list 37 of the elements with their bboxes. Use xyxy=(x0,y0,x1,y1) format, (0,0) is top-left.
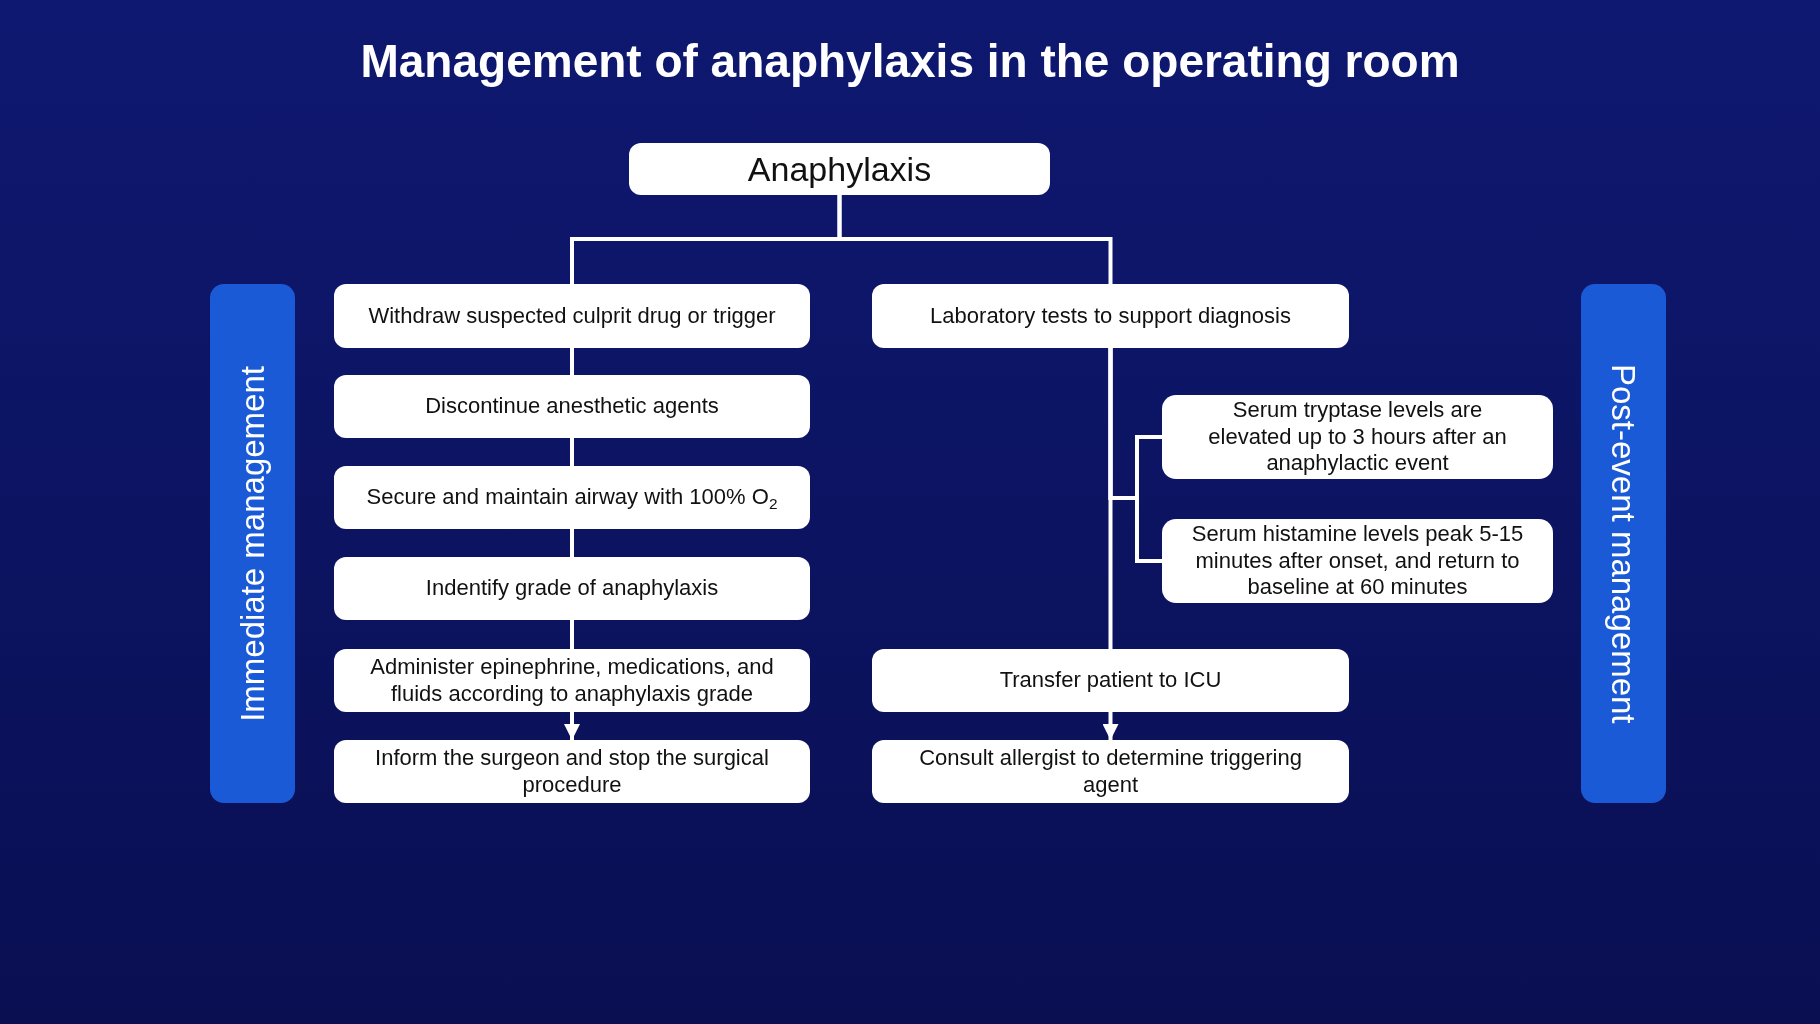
category-band xyxy=(210,284,295,803)
box-text: Secure and maintain airway with 100% O$_{2}$ xyxy=(366,484,778,511)
step-box xyxy=(334,557,810,620)
step-box xyxy=(872,284,1349,348)
arrow xyxy=(1102,712,1119,740)
box-text: Serum tryptase levels are elevated up to 3 hours after an anaphylactic event xyxy=(1207,397,1508,477)
step-box xyxy=(334,466,810,529)
box-text: Discontinue anesthetic agents xyxy=(425,393,719,420)
step-box xyxy=(334,284,810,348)
connector-line xyxy=(570,620,574,649)
box-text: Withdraw suspected culprit drug or trigger xyxy=(368,302,776,330)
box-text: Inform the surgeon and stop the surgical procedure xyxy=(374,745,770,798)
note-box xyxy=(1162,519,1553,603)
diagram-title: Management of anaphylaxis in the operating room xyxy=(360,34,1460,89)
step-box xyxy=(872,649,1349,712)
connector-line xyxy=(570,348,574,375)
start-box xyxy=(629,143,1050,195)
box-text: Consult allergist to determine triggering agent xyxy=(918,745,1303,798)
box-text: Transfer patient to ICU xyxy=(999,667,1222,694)
box-text: Anaphylaxis xyxy=(747,148,932,190)
connector-line xyxy=(570,438,574,466)
band-label: Immediate management xyxy=(232,365,272,722)
step-box xyxy=(334,649,810,712)
step-box xyxy=(872,740,1349,803)
arrow xyxy=(564,712,580,740)
step-box xyxy=(334,375,810,438)
box-text: Administer epinephrine, medications, and fluids according to anaphylaxis grade xyxy=(369,654,775,707)
connector-line xyxy=(570,529,574,557)
box-text: Serum histamine levels peak 5-15 minutes after onset, and return to baseline at 60 minutes xyxy=(1190,521,1525,601)
connector-line xyxy=(1108,348,1113,649)
connector-line xyxy=(837,195,1113,284)
band-label: Post-event management xyxy=(1604,363,1644,724)
step-box xyxy=(334,740,810,803)
note-box xyxy=(1162,395,1553,479)
category-band xyxy=(1581,284,1666,803)
box-text: Indentify grade of anaphylaxis xyxy=(425,575,719,602)
box-text: Laboratory tests to support diagnosis xyxy=(930,302,1291,330)
